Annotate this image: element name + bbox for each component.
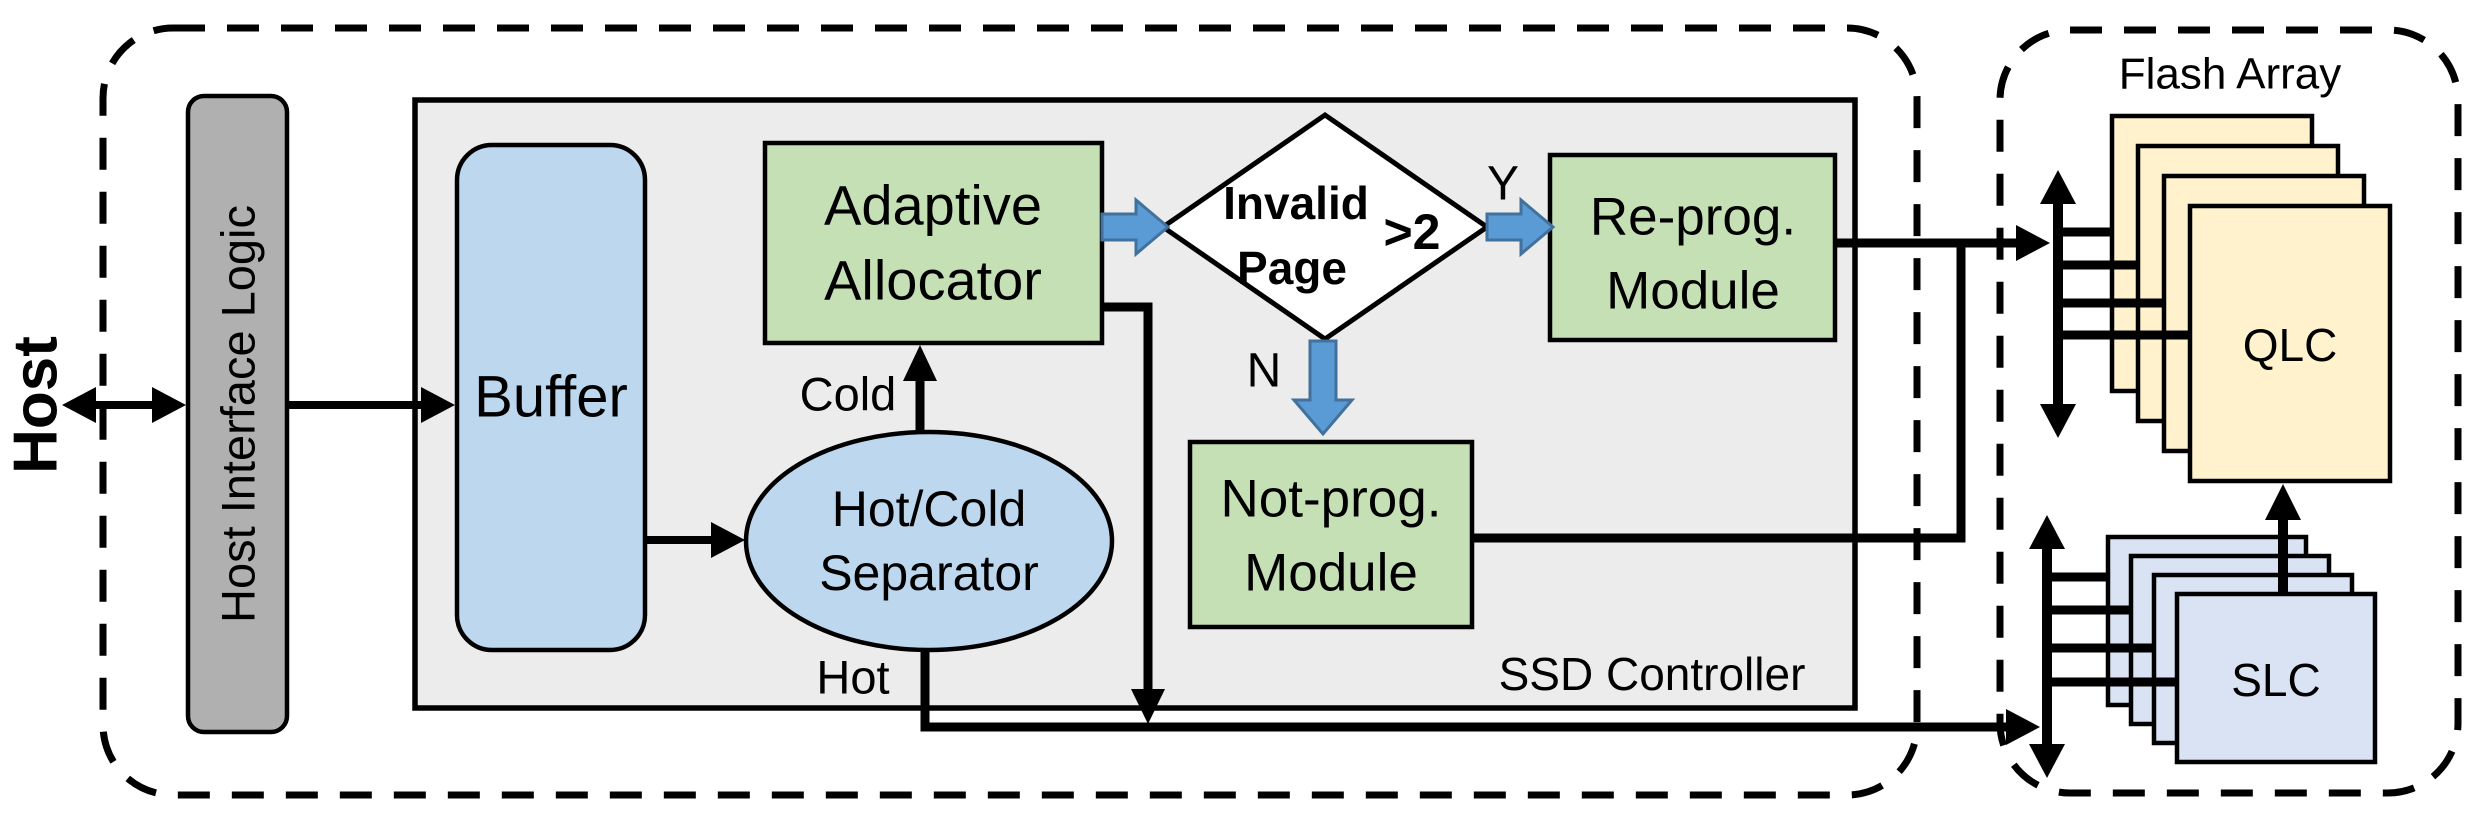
qlc-channel-bus [2040, 170, 2192, 438]
host-interface-logic-label: Host Interface Logic [212, 205, 265, 623]
host-interface-logic-box [185, 93, 290, 735]
qlc-label: QLC [2243, 319, 2338, 371]
right-arrowhead [152, 387, 186, 423]
slc-channel-bus [2029, 515, 2179, 778]
left-arrowhead [62, 387, 96, 423]
allocator-label-line1: Adaptive [824, 174, 1042, 237]
adaptive-allocator-box [762, 140, 1105, 346]
up-arrowhead [2265, 484, 2301, 520]
decision-label-line2: Page [1237, 242, 1347, 294]
separator-label-line1: Hot/Cold [832, 481, 1027, 537]
notprog-label-line1: Not-prog. [1221, 470, 1442, 529]
qlc-die-card [2187, 203, 2393, 484]
separator-label-line2: Separator [819, 545, 1039, 601]
reprog-line-to-qlc [1835, 225, 2050, 261]
qlc-die-stack [2109, 113, 2393, 484]
yes-branch-label: Y [1487, 158, 1519, 211]
right-arrowhead [711, 522, 745, 558]
decision-yes-blue-arrow [1485, 196, 1556, 258]
reprog-module-box [1547, 152, 1838, 343]
allocator-feedback-line [1102, 302, 1165, 724]
host-hil-bidirectional-arrow [62, 387, 186, 423]
reprog-label-line2: Module [1606, 262, 1780, 321]
bus-up-arrowhead [2029, 515, 2065, 549]
slc-die-stack [2105, 534, 2378, 765]
notprog-merge-line [1472, 243, 1966, 543]
hot-flow-label: Hot [816, 651, 889, 704]
notprog-module-box [1187, 439, 1475, 630]
right-arrowhead [421, 387, 455, 423]
hil-to-buffer-arrow [287, 387, 455, 423]
allocator-label-line2: Allocator [824, 249, 1042, 312]
allocator-to-decision-blue-arrow [1100, 196, 1171, 258]
slc-label: SLC [2231, 654, 2320, 706]
hot-cold-separator-ellipse [743, 429, 1115, 653]
host-label: Host [2, 336, 71, 474]
bus-up-arrowhead [2040, 170, 2076, 204]
flash-array-title: Flash Array [2119, 50, 2342, 99]
slc-to-qlc-migration-arrow [2265, 484, 2301, 594]
right-arrowhead [2006, 709, 2040, 745]
down-arrowhead [1131, 689, 1165, 724]
ssd-controller-label: SSD Controller [1499, 648, 1806, 700]
no-branch-label: N [1247, 345, 1282, 398]
decision-condition-label: >2 [1383, 204, 1440, 260]
bus-down-arrowhead [2040, 404, 2076, 438]
bus-down-arrowhead [2029, 744, 2065, 778]
invalid-page-decision-diamond [1158, 111, 1492, 343]
buffer-to-separator-arrow [645, 522, 745, 558]
ssd-dashed-boundary [99, 24, 1921, 799]
cold-arrow-separator-to-allocator [903, 345, 937, 433]
slc-die-card [2174, 591, 2378, 765]
decision-label-line1: Invalid [1223, 177, 1369, 229]
cold-flow-label: Cold [800, 368, 897, 421]
buffer-box [454, 142, 648, 653]
decision-no-blue-arrow [1290, 339, 1356, 437]
reprog-label-line1: Re-prog. [1590, 188, 1796, 247]
hot-line-to-slc [920, 650, 2040, 745]
up-arrowhead [903, 345, 937, 381]
buffer-label: Buffer [474, 365, 628, 430]
notprog-label-line2: Module [1244, 544, 1418, 603]
right-arrowhead [2016, 225, 2050, 261]
flash-array-dashed-boundary [1996, 26, 2462, 797]
